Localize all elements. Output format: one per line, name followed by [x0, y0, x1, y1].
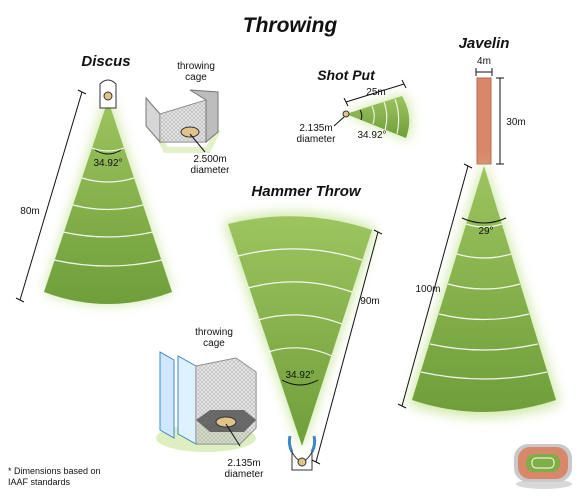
- hammer-cage: [156, 351, 257, 452]
- hammer-distance-arcs: [237, 248, 363, 357]
- hammer-length-label: 90m: [360, 296, 379, 307]
- shot-put-landing-sector: [346, 96, 410, 138]
- javelin-dimension-line: [401, 165, 469, 407]
- hammer-angle-label: 34.92°: [285, 370, 314, 381]
- shot-put-angle-label: 34.92°: [357, 130, 386, 141]
- discus-landing-sector: [44, 100, 172, 304]
- shot-put-diameter-text: diameter: [297, 134, 337, 145]
- shot-put-circle: [342, 110, 350, 118]
- page-title: Throwing: [243, 14, 338, 37]
- hammer-throwing-circle: [297, 457, 307, 467]
- shot-put-dimension-line: [345, 83, 405, 103]
- discus-title: Discus: [81, 53, 130, 70]
- discus-angle-arc: [94, 149, 122, 155]
- shot-put-title: Shot Put: [317, 67, 376, 83]
- hammer-diameter-value: 2.135m: [227, 458, 260, 469]
- discus-distance-arcs: [53, 147, 163, 267]
- javelin-runway: [476, 77, 492, 165]
- javelin-runway-length-label: 30m: [506, 117, 525, 128]
- footnote-line-2: IAAF standards: [8, 477, 71, 487]
- footnote-line-1: * Dimensions based on: [8, 466, 101, 476]
- hammer-diameter-text: diameter: [225, 469, 265, 480]
- hammer-cage-label-1: throwing: [195, 327, 233, 338]
- hammer-dimension-line: [315, 231, 379, 463]
- hammer-title: Hammer Throw: [251, 183, 362, 200]
- discus-angle-label: 34.92°: [93, 158, 122, 169]
- javelin-section: Javelin 4m 30m 29° 100m: [397, 35, 560, 417]
- discus-diameter-value: 2.500m: [193, 154, 226, 165]
- shot-put-length-label: 25m: [366, 87, 385, 98]
- javelin-length-label: 100m: [415, 284, 440, 295]
- hammer-landing-sector: [228, 216, 372, 446]
- discus-section: Discus 34.92° 80m: [15, 53, 231, 304]
- hammer-cage-label-2: cage: [203, 338, 225, 349]
- footnote: * Dimensions based on IAAF standards: [8, 466, 101, 488]
- shot-put-section: Shot Put 25m 34.92° 2.135m diameter: [297, 67, 412, 145]
- discus-cage-label-2: cage: [185, 72, 207, 83]
- discus-dimension-line: [19, 91, 83, 301]
- javelin-distance-arcs: [420, 223, 548, 380]
- stadium-icon: [514, 444, 572, 489]
- discus-throwing-circle: [103, 91, 113, 101]
- discus-cage: [145, 89, 221, 153]
- hammer-cage-circle: [215, 416, 237, 428]
- discus-cage-circle: [180, 126, 200, 138]
- javelin-angle-label: 29°: [478, 226, 493, 237]
- discus-cage-label-1: throwing: [177, 61, 215, 72]
- discus-diameter-text: diameter: [191, 165, 231, 176]
- hammer-section: Hammer Throw 34.92° 90m: [156, 183, 383, 480]
- shot-put-diameter-value: 2.135m: [299, 123, 332, 134]
- discus-length-label: 80m: [20, 206, 39, 217]
- javelin-runway-width-label: 4m: [477, 56, 491, 67]
- javelin-title: Javelin: [459, 35, 510, 52]
